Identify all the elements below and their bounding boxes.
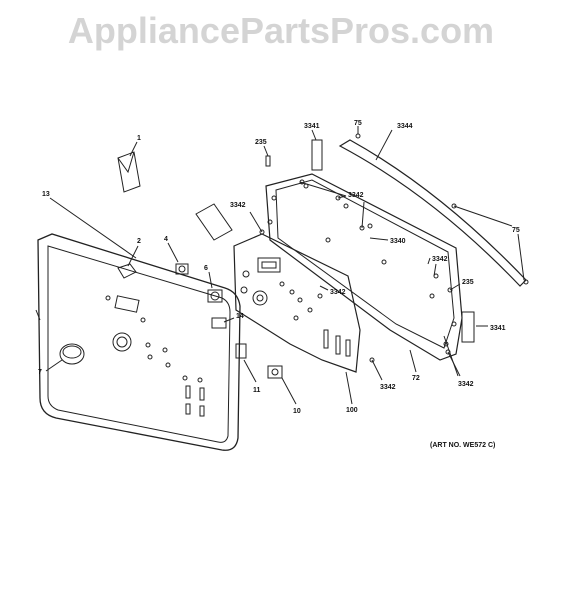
control-panel-front [37,233,241,451]
callout-3342-bottom-right: 3342 [458,381,474,388]
callout-3341-right: 3341 [490,325,506,332]
leader-3342-mid [319,285,329,291]
callout-3342-left: 3342 [230,202,246,209]
part-7-knob [45,343,85,372]
callout-3341-top: 3341 [304,123,320,130]
part-3341-end-cap-right [461,311,488,343]
callout-labels: 1 2 4 6 7 10 11 13 14 72 75 75 100 235 2… [38,120,520,415]
callout-3342-right: 3342 [432,256,448,263]
callout-2: 2 [137,238,141,245]
watermark-logo: AppliancePartsPros.com [67,10,495,51]
part-100-control-board [195,203,361,405]
callout-13: 13 [42,191,50,198]
callout-7: 7 [38,369,42,376]
part-3341-end-cap-left [311,129,323,171]
part-10-switch [267,365,297,405]
callout-4: 4 [164,236,168,243]
callout-100: 100 [346,407,358,414]
callout-75-top: 75 [354,120,362,127]
callout-3342-top: 3342 [348,192,364,199]
callout-3344: 3344 [397,123,413,130]
callout-3340: 3340 [390,238,406,245]
screws [249,126,529,381]
callout-72: 72 [412,375,420,382]
callout-3342-bottom: 3342 [380,384,396,391]
callout-11: 11 [253,387,261,394]
part-4-switch [167,242,189,275]
callout-3342-mid: 3342 [330,289,346,296]
art-number: (ART NO. WE572 C) [430,442,496,449]
callout-235-top: 235 [255,139,267,146]
leader-3340 [369,237,389,241]
leader-13b [35,309,41,321]
part-14-switch [211,317,235,329]
part-72-backsplash-panel [265,173,463,373]
part-1-label-card [117,141,141,193]
callout-75-right: 75 [512,227,520,234]
callout-1: 1 [137,135,141,142]
leader-13 [49,197,137,259]
callout-235-right: 235 [462,279,474,286]
callout-10: 10 [293,408,301,415]
part-2-button [117,245,139,279]
leader-3342-right [427,257,431,265]
callout-6: 6 [204,265,208,272]
callout-14: 14 [236,313,244,320]
part-11-switch [235,343,257,383]
part-6-encoder [207,271,223,303]
